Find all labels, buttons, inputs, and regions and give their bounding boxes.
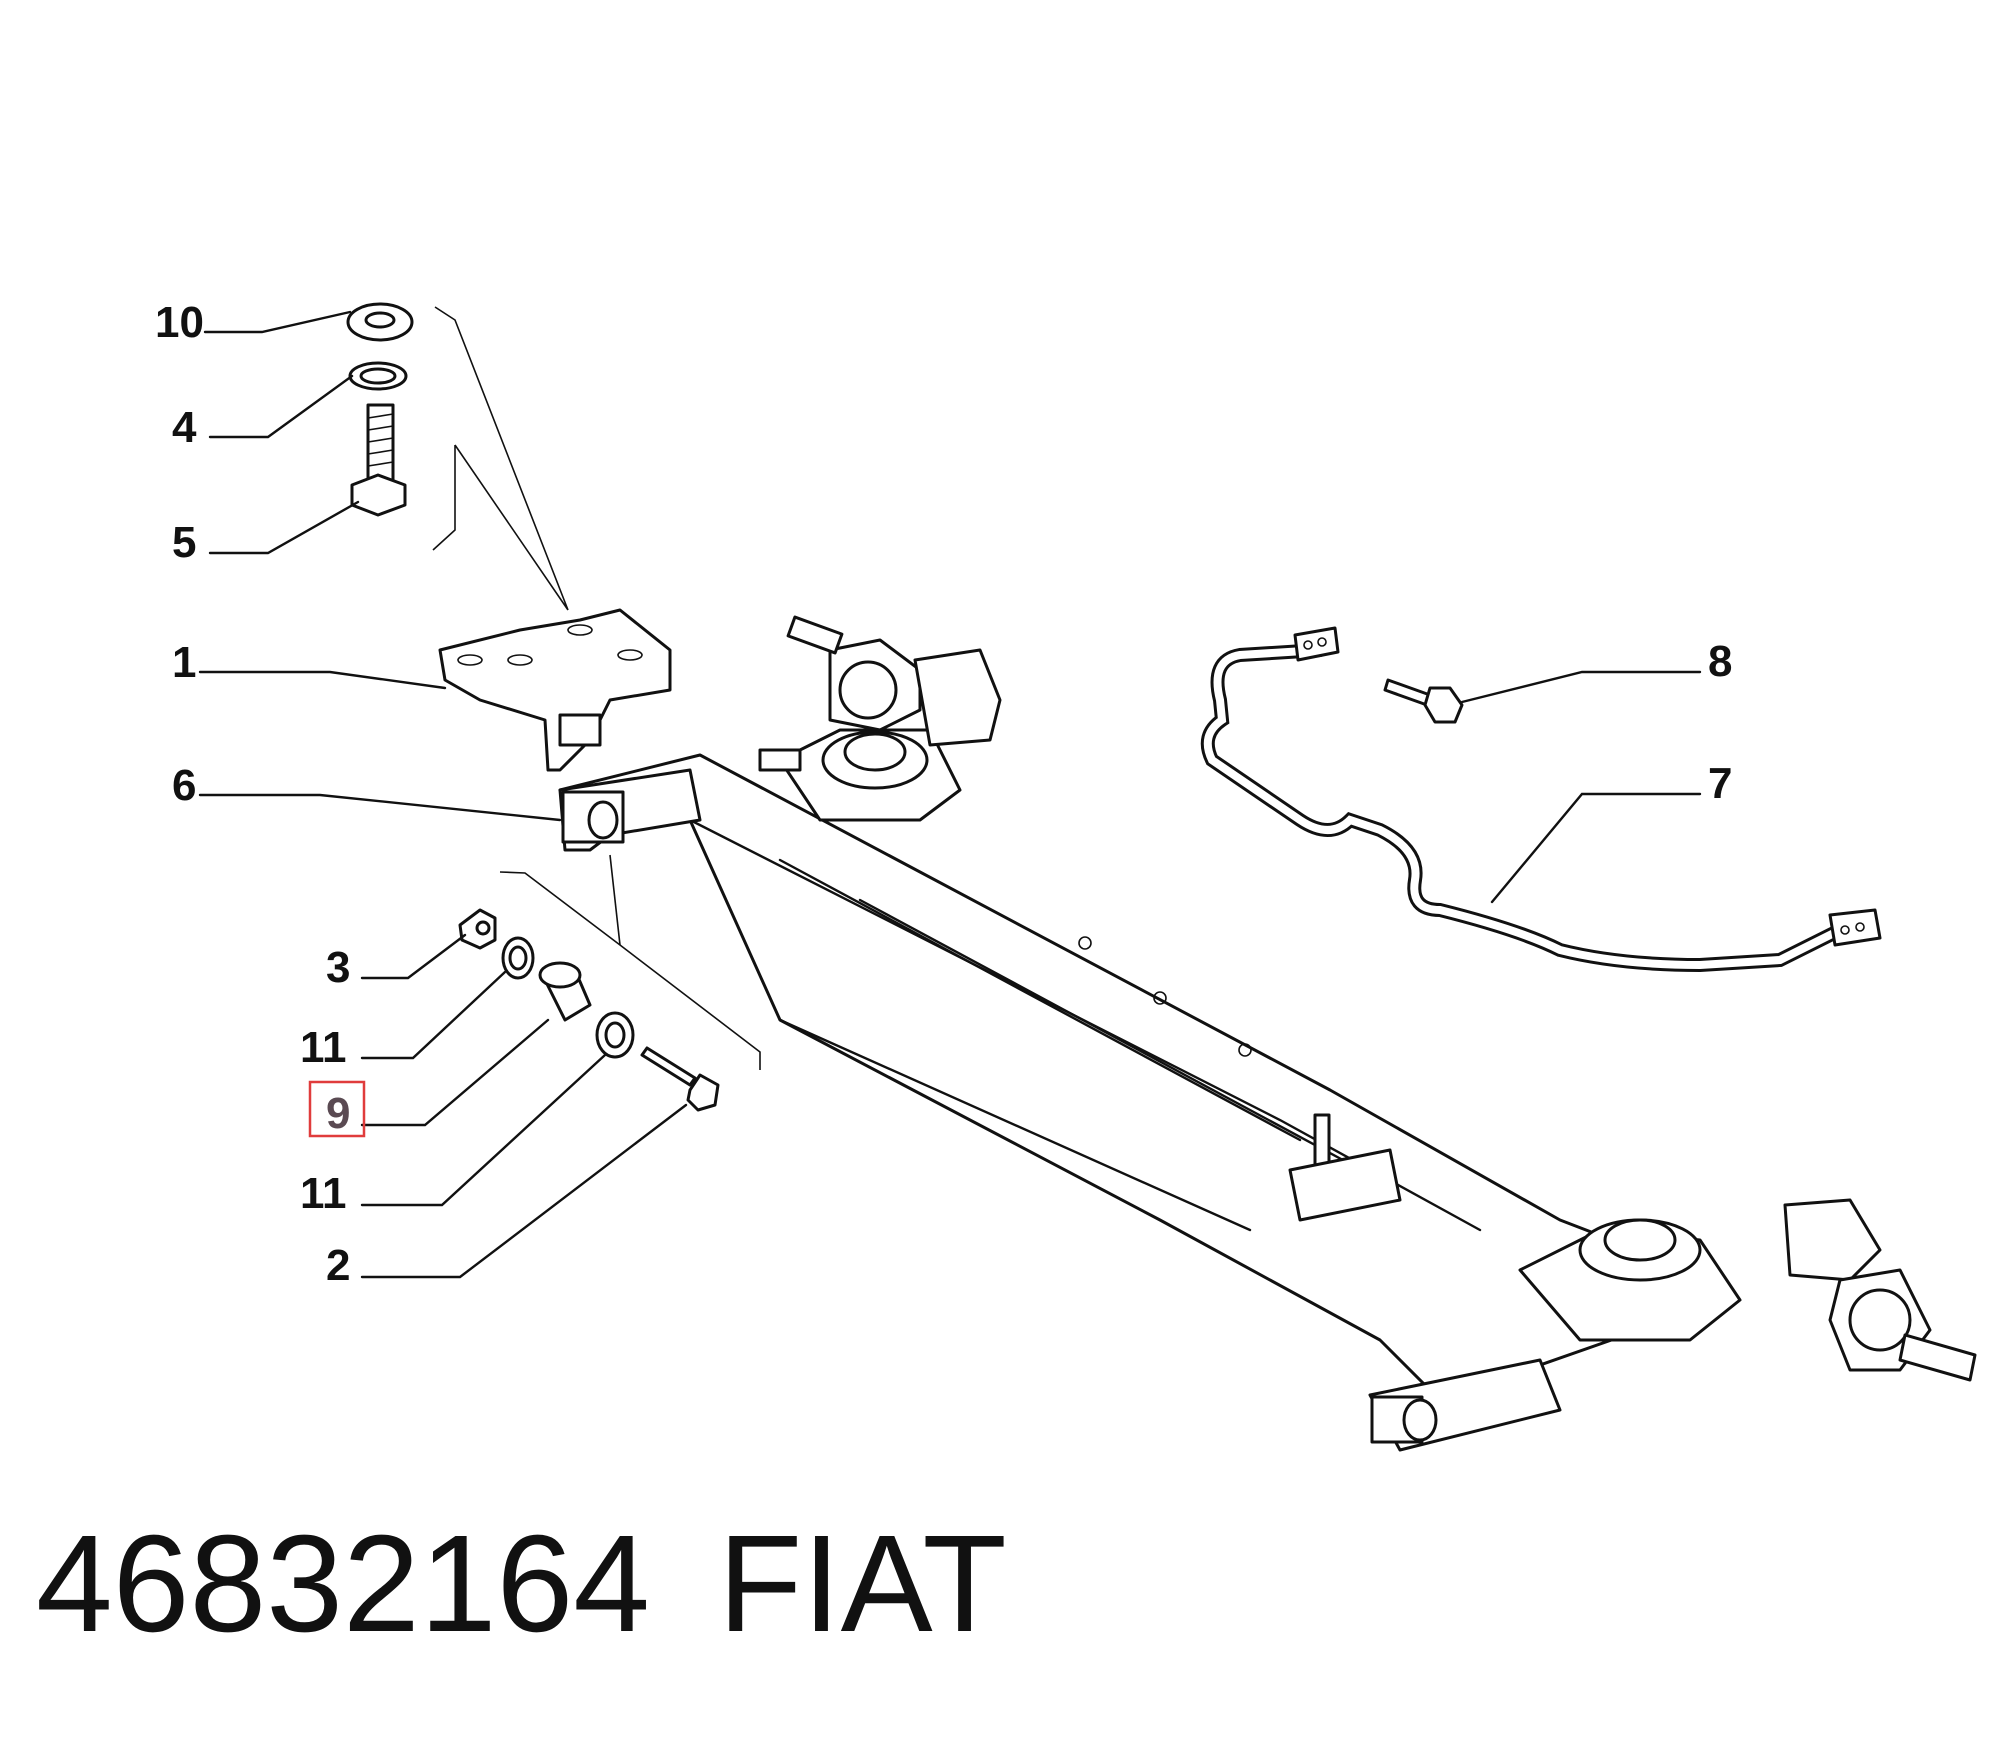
callout-3: 3 xyxy=(326,943,350,992)
callout-label: 5 xyxy=(172,518,196,567)
nut-3 xyxy=(458,908,497,950)
leader-lines xyxy=(198,310,1702,1279)
bolt-2 xyxy=(640,1046,720,1112)
left-hub-assembly xyxy=(758,615,1002,822)
bolt-8 xyxy=(1383,678,1464,724)
callout-label: 2 xyxy=(326,1241,350,1290)
callout-label: 3 xyxy=(326,943,350,992)
callout-9-highlighted: 9 xyxy=(308,1080,366,1138)
callout-11-upper: 11 xyxy=(300,1023,347,1072)
bolt-stack-bracket xyxy=(432,306,569,611)
callout-10: 10 xyxy=(155,298,204,347)
callout-1: 1 xyxy=(172,638,196,687)
washer-11-upper xyxy=(501,936,535,980)
callout-label: 7 xyxy=(1708,759,1732,808)
brand-name: FIAT xyxy=(718,1507,1007,1661)
callout-label: 4 xyxy=(172,403,197,452)
callout-5: 5 xyxy=(172,518,196,567)
washer-4 xyxy=(348,361,408,391)
washer-11-lower xyxy=(595,1011,635,1059)
callout-2: 2 xyxy=(326,1241,350,1290)
bushing-9 xyxy=(538,961,592,1022)
callout-label: 10 xyxy=(155,298,204,347)
callout-11-lower: 11 xyxy=(300,1169,347,1218)
axle-beam-6 xyxy=(558,753,1692,1452)
callout-6: 6 xyxy=(172,761,196,810)
callout-4: 4 xyxy=(172,403,197,452)
callout-label: 11 xyxy=(300,1169,347,1218)
stabilizer-bar-7 xyxy=(1200,626,1882,973)
callout-label: 9 xyxy=(326,1089,350,1138)
callout-label: 1 xyxy=(172,638,196,687)
callout-8: 8 xyxy=(1708,637,1732,686)
part-number: 46832164 xyxy=(36,1507,650,1661)
mounting-bracket-1 xyxy=(438,608,672,772)
washer-10 xyxy=(346,302,414,342)
callout-label: 6 xyxy=(172,761,196,810)
callout-label: 8 xyxy=(1708,637,1732,686)
callout-7: 7 xyxy=(1708,759,1732,808)
bolt-5 xyxy=(350,403,407,517)
right-hub-assembly xyxy=(1518,1198,1977,1382)
highlight-box xyxy=(308,1080,366,1138)
callout-label: 11 xyxy=(300,1023,347,1072)
